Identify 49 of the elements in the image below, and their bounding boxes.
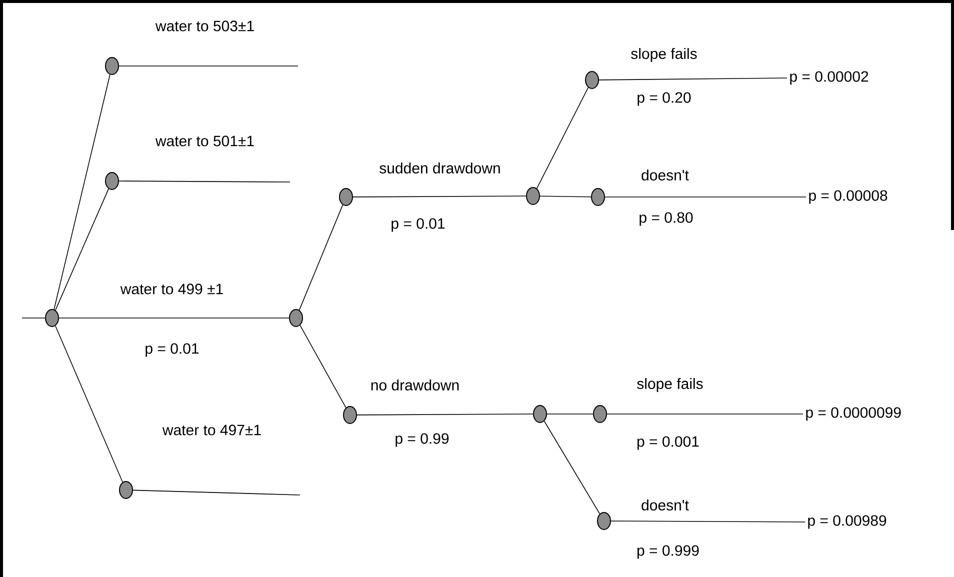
- edge-label: water to 503±1: [154, 20, 256, 32]
- branch-line: [610, 520, 806, 522]
- branch-line: [118, 180, 290, 182]
- probability-label: p = 0.01: [146, 343, 199, 357]
- chance-node: [591, 188, 605, 206]
- branch-line: [598, 78, 788, 80]
- branch-line: [536, 87, 589, 189]
- probability-text: p = 0.00989: [808, 515, 886, 529]
- chance-node: [339, 188, 353, 206]
- probability-label: p = 0.001: [638, 436, 699, 450]
- chance-node: [593, 405, 607, 423]
- edge-label: doesn't: [640, 168, 690, 182]
- branch-line: [298, 204, 344, 310]
- chance-node: [119, 481, 133, 499]
- chance-node: [45, 309, 59, 327]
- edge-label: water to 497±1: [161, 424, 263, 436]
- branch-line: [356, 414, 534, 416]
- branch-line: [604, 196, 806, 198]
- probability-label: p = 0.80: [640, 212, 693, 226]
- chance-node: [343, 406, 357, 424]
- probability-label: p = 0.20: [638, 92, 691, 106]
- edge-label: water to 499 ±1: [119, 282, 225, 296]
- edge-label: no drawdown: [369, 378, 461, 392]
- chance-node: [585, 71, 599, 89]
- edge-label: slope fails: [630, 47, 698, 63]
- probability-label: p = 0.99: [396, 433, 449, 447]
- branch-line: [544, 420, 600, 514]
- branch-line: [132, 490, 300, 496]
- edge-label: water to 501±1: [154, 134, 256, 148]
- branch-line: [55, 325, 124, 483]
- chance-node: [597, 512, 611, 530]
- probability-text: p = 0.0000099: [806, 407, 901, 421]
- edge-label: sudden drawdown: [378, 161, 502, 174]
- edge-label: doesn't: [640, 498, 690, 512]
- probability-label: p = 0.999: [638, 545, 699, 559]
- branch-line: [55, 188, 109, 311]
- chance-node: [526, 187, 540, 205]
- chance-node: [105, 172, 119, 190]
- probability-text: p = 0.00008: [809, 190, 888, 204]
- chance-node: [533, 405, 547, 423]
- branch-line: [540, 196, 592, 198]
- branch-line: [54, 74, 110, 310]
- branch-line: [300, 324, 346, 408]
- chance-node: [289, 309, 303, 327]
- branch-line: [352, 196, 526, 198]
- probability-label: p = 0.01: [392, 218, 445, 232]
- chance-node: [105, 57, 119, 75]
- edge-label: slope fails: [636, 377, 704, 393]
- probability-text: p = 0.00002: [790, 71, 868, 85]
